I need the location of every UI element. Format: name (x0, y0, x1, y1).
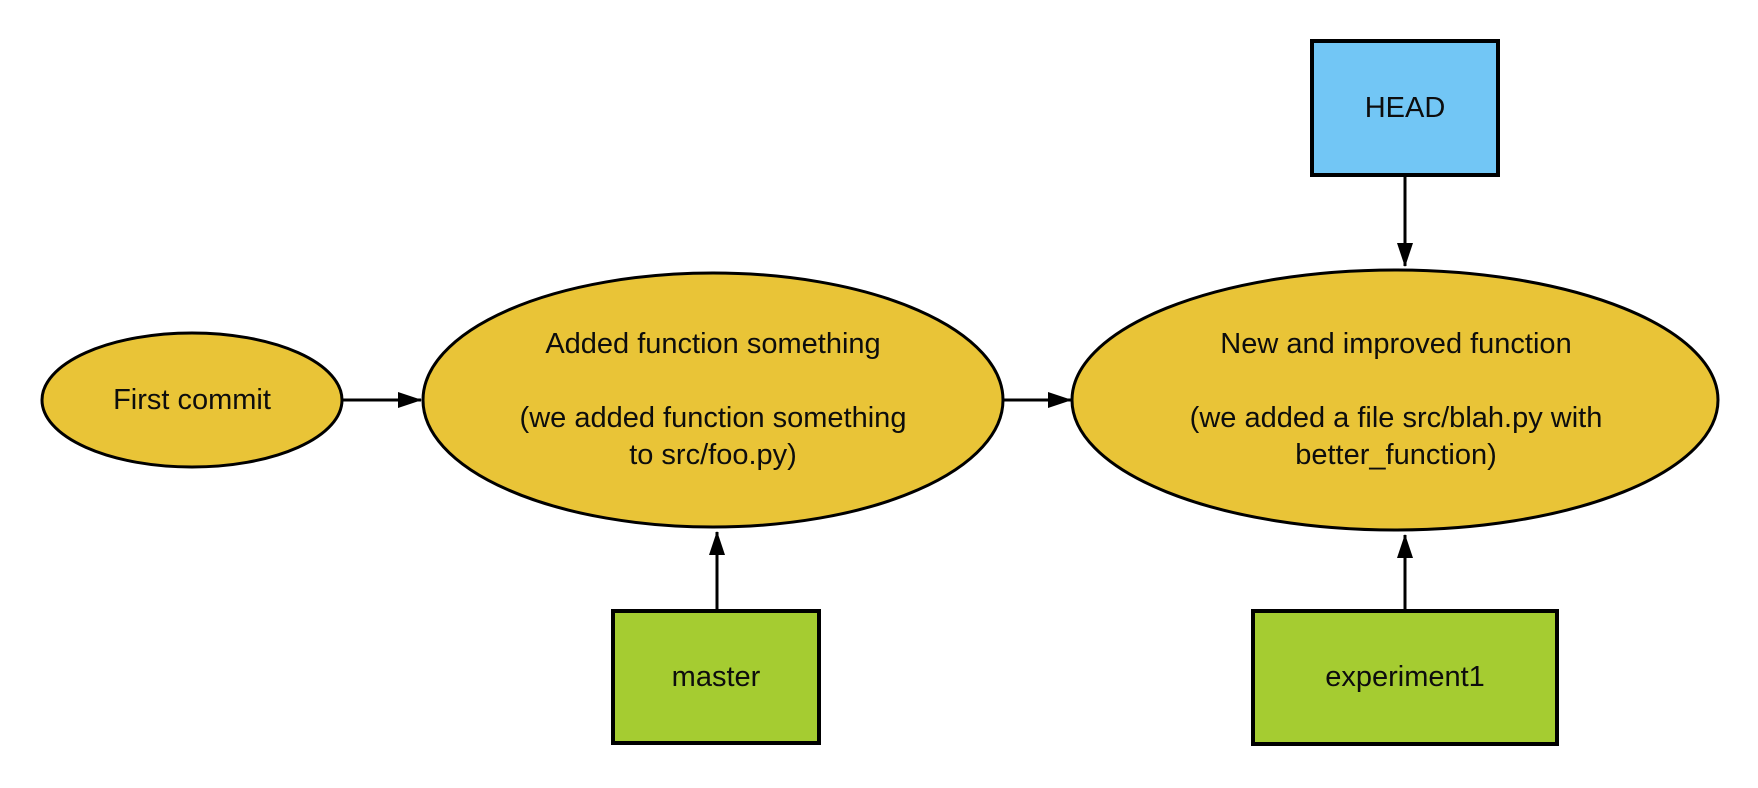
experiment1-box (1251, 609, 1559, 746)
head-box (1310, 39, 1500, 177)
commit2-ellipse (421, 271, 1005, 529)
commit3-ellipse (1070, 268, 1720, 532)
master-box (611, 609, 821, 745)
commit1-ellipse (40, 331, 344, 469)
